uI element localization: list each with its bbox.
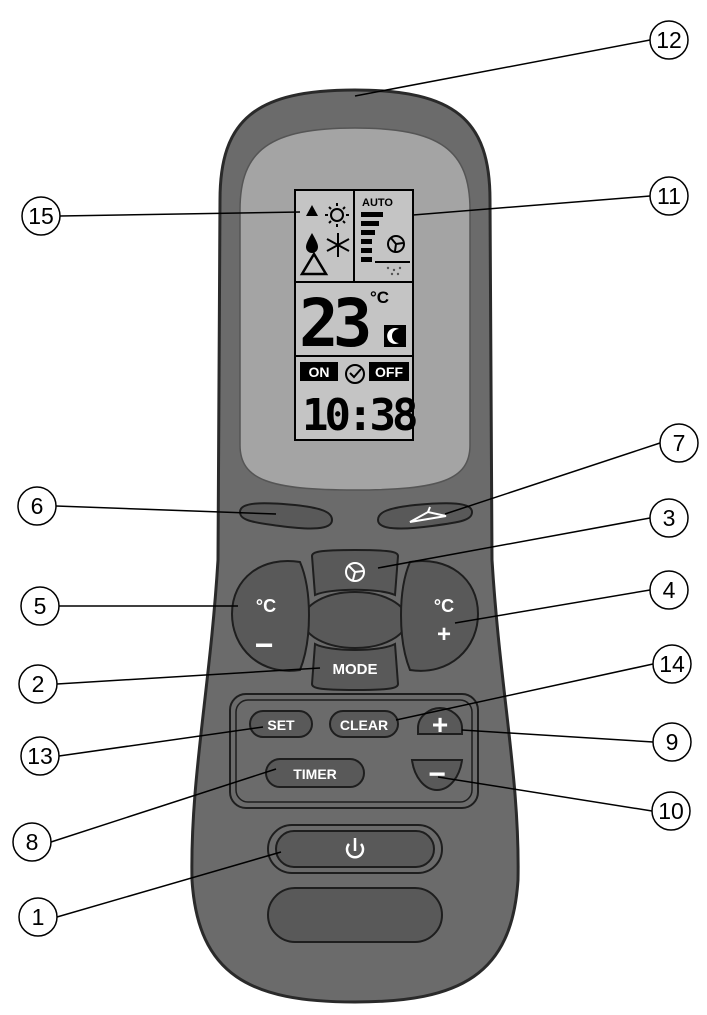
callout-14: 14 — [659, 651, 685, 677]
mode-button[interactable]: MODE — [310, 642, 400, 692]
set-button[interactable]: SET — [249, 710, 313, 738]
callout-circle-8 — [12, 822, 52, 862]
callout-11: 11 — [657, 183, 681, 209]
callout-3: 3 — [663, 505, 676, 531]
callout-circle-1 — [18, 897, 58, 937]
callout-numbers: 1 2 3 4 5 6 7 8 9 10 11 12 13 14 15 — [26, 27, 686, 930]
snowflake-icon — [326, 233, 350, 257]
callout-circle-13 — [20, 736, 60, 776]
lcd-fan-icon — [387, 235, 405, 253]
swing-louver-icon — [386, 266, 402, 276]
callout-13: 13 — [27, 743, 53, 769]
timer-panel-outer — [229, 693, 479, 809]
callout-9: 9 — [666, 729, 679, 755]
callout-8: 8 — [26, 829, 39, 855]
callout-4: 4 — [663, 577, 676, 603]
lcd-display: AUTO 23 °C ON — [294, 189, 420, 441]
power-button-well — [267, 824, 443, 874]
timer-panel-inner — [235, 699, 473, 803]
auto-cycle-icon — [299, 251, 329, 276]
callout-circle-10 — [651, 791, 691, 831]
dry-drop-icon — [306, 233, 318, 253]
callout-5: 5 — [34, 593, 47, 619]
bottom-window — [267, 887, 443, 943]
callout-circle-2 — [18, 664, 58, 704]
fan-icon — [345, 562, 365, 582]
callout-1: 1 — [32, 904, 45, 930]
callouts — [12, 20, 699, 937]
callout-12: 12 — [656, 27, 682, 53]
lcd-clock-time: 10:38 — [302, 390, 416, 441]
callout-circle-3 — [649, 498, 689, 538]
fan-auto-label: AUTO — [362, 197, 393, 209]
timer-button[interactable]: TIMER — [265, 758, 365, 788]
callout-circle-14 — [652, 644, 692, 684]
timer-plus-sign: + — [432, 709, 448, 740]
clear-label: CLEAR — [340, 717, 388, 733]
callout-lines — [50, 39, 661, 918]
fan-speed-indicator: AUTO — [361, 197, 410, 276]
callout-2: 2 — [32, 671, 45, 697]
callout-circle-7 — [659, 423, 699, 463]
timer-up-button[interactable]: + — [417, 706, 463, 740]
lcd-clock-icon — [345, 364, 365, 384]
set-label: SET — [267, 717, 295, 733]
callout-circle-15 — [21, 196, 61, 236]
swing-button[interactable] — [376, 502, 474, 530]
minus-sign: − — [255, 627, 274, 663]
temp-up-unit: °C — [434, 596, 454, 616]
timer-down-button[interactable]: − — [410, 758, 464, 792]
heat-arrow-icon — [306, 205, 318, 216]
callout-6: 6 — [31, 493, 44, 519]
callout-circle-12 — [649, 20, 689, 60]
sleep-button[interactable] — [238, 502, 334, 530]
lcd-sleep-indicator — [384, 325, 406, 347]
callout-circle-11 — [649, 176, 689, 216]
timer-off-label: OFF — [375, 364, 403, 380]
lcd-temperature: 23 — [299, 285, 369, 362]
center-pad — [302, 591, 408, 649]
callout-circle-6 — [17, 486, 57, 526]
callout-circle-9 — [652, 722, 692, 762]
timer-label: TIMER — [293, 766, 337, 782]
temp-up-button[interactable]: °C + — [400, 560, 480, 672]
sun-icon — [325, 203, 349, 227]
callout-7: 7 — [673, 430, 686, 456]
swing-icon — [409, 506, 447, 523]
callout-10: 10 — [658, 798, 684, 824]
mode-icons — [299, 203, 350, 276]
callout-15: 15 — [28, 203, 54, 229]
mode-label: MODE — [333, 661, 378, 678]
fan-button[interactable] — [310, 548, 400, 597]
temp-down-unit: °C — [256, 596, 276, 616]
callout-circle-5 — [20, 586, 60, 626]
timer-minus-sign: − — [428, 758, 446, 791]
plus-sign: + — [437, 621, 451, 648]
lcd-temp-unit: °C — [370, 288, 389, 307]
power-icon — [345, 838, 365, 859]
callout-circle-4 — [649, 570, 689, 610]
power-button[interactable] — [275, 830, 435, 868]
temp-down-button[interactable]: °C − — [230, 560, 310, 672]
clear-button[interactable]: CLEAR — [329, 710, 399, 738]
timer-on-label: ON — [309, 364, 330, 380]
